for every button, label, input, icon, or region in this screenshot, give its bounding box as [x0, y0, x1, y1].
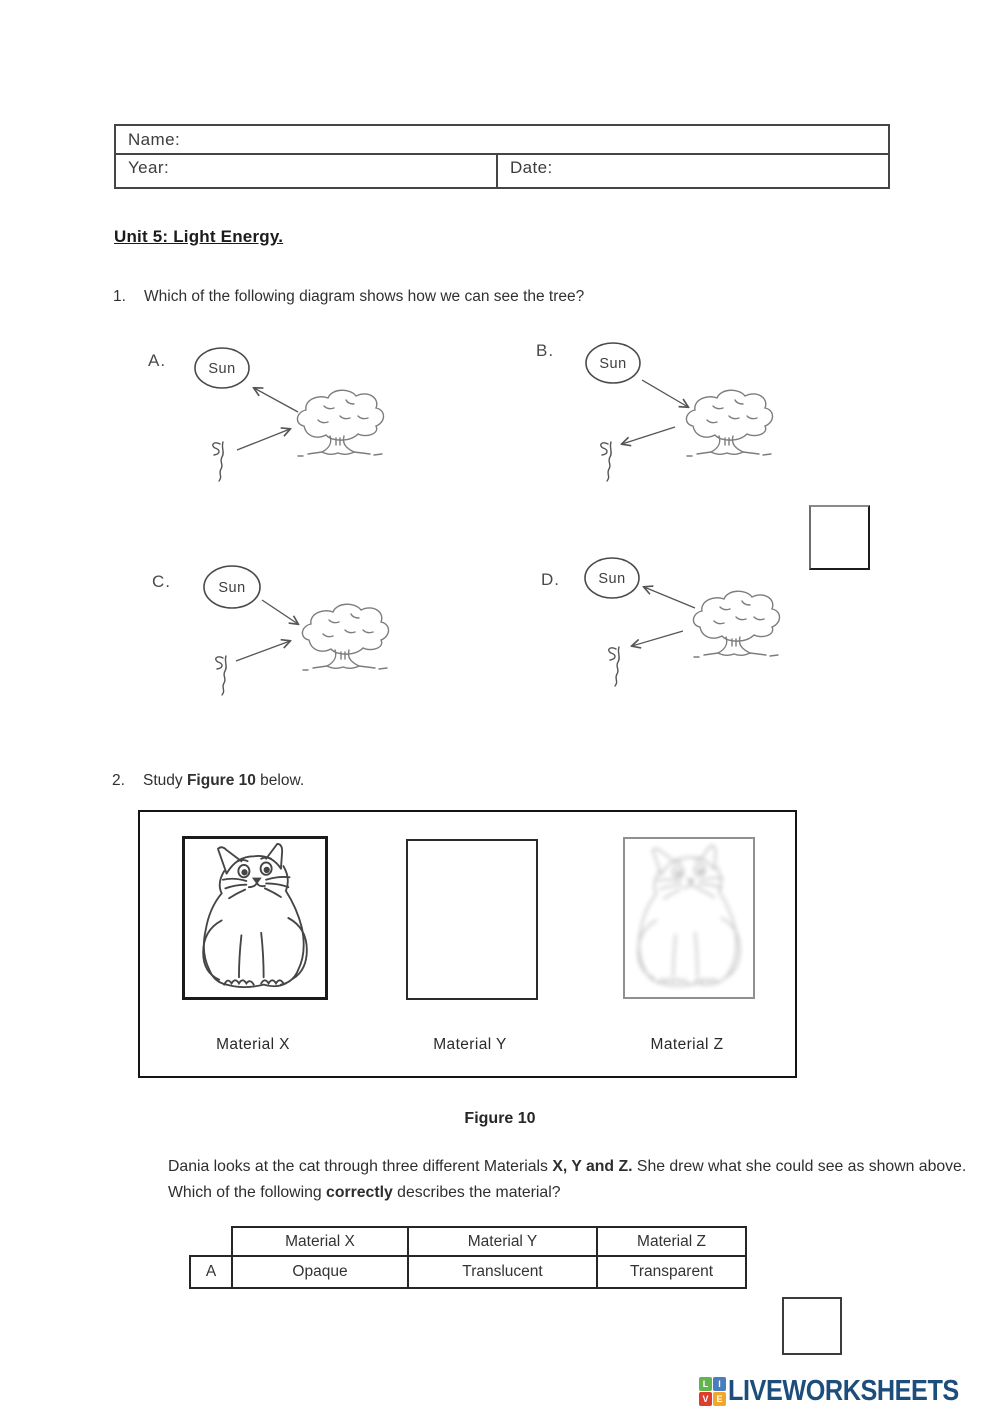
material-y-label: Material Y [433, 1036, 507, 1053]
cat-blurry-drawing [637, 844, 741, 987]
arrow-tree-to-sun [644, 587, 696, 609]
q2-answer-box[interactable] [782, 1297, 842, 1355]
diagram-option-c: C. Sun [152, 565, 390, 696]
eye-icon [608, 646, 620, 687]
q1-answer-box[interactable] [809, 505, 870, 570]
svg-text:Sun: Sun [218, 580, 245, 596]
material-y-panel [406, 839, 538, 1000]
eye-icon [600, 441, 612, 482]
figure-10-box: Material X Material Y Material Z [138, 810, 797, 1078]
header-material-x: Material X [231, 1226, 409, 1257]
name-label: Name: [128, 129, 181, 149]
sun-symbol: Sun [584, 557, 640, 599]
material-z-label: Material Z [650, 1036, 724, 1053]
eye-icon [212, 441, 224, 482]
tree-sketch [685, 389, 774, 457]
liveworksheets-tiles-icon: L I V E [699, 1376, 726, 1406]
tree-sketch [296, 389, 385, 457]
row-a-material-x: Opaque [231, 1255, 409, 1289]
option-a-label: A. [148, 351, 166, 370]
question-1: 1. Which of the following diagram shows … [113, 288, 813, 306]
date-label: Date: [510, 158, 553, 177]
figure-10-caption: Figure 10 [464, 1110, 536, 1127]
liveworksheets-wordmark: LIVEWORKSHEETS [728, 1374, 959, 1407]
sun-symbol: Sun [194, 347, 250, 389]
tree-sketch [301, 603, 390, 671]
liveworksheets-logo: L I V E LIVEWORKSHEETS [699, 1372, 993, 1410]
logo-tile-i: I [713, 1376, 726, 1391]
material-z-panel [623, 837, 755, 999]
cat-clear-drawing [202, 843, 308, 989]
question-1-number: 1. [113, 288, 126, 305]
student-info-table: Name: Year: Date: [114, 124, 890, 189]
arrow-sun-to-tree [641, 379, 688, 407]
question-2-number: 2. [112, 772, 125, 789]
diagram-option-b: B. Sun [536, 341, 774, 482]
arrow-sun-to-tree [261, 599, 298, 624]
sun-symbol: Sun [203, 565, 261, 609]
arrow-eye-to-tree [235, 641, 290, 662]
answer-options-table: Material X Material Y Material Z A Opaqu… [189, 1226, 747, 1289]
logo-tile-v: V [699, 1391, 712, 1406]
option-c-label: C. [152, 572, 171, 591]
material-x-label: Material X [216, 1036, 290, 1053]
unit-title: Unit 5: Light Energy. [114, 227, 284, 246]
header-material-z: Material Z [596, 1226, 747, 1257]
option-d-label: D. [541, 570, 560, 589]
diagram-option-d: D. Sun [541, 557, 781, 687]
arrow-tree-to-eye [632, 630, 684, 646]
year-field[interactable]: Year: [116, 155, 498, 187]
row-a-material-y: Translucent [407, 1255, 598, 1289]
date-field[interactable]: Date: [498, 155, 888, 187]
question-2-text: Study Figure 10 below. [143, 772, 305, 789]
question-2-paragraph: Dania looks at the cat through three dif… [168, 1158, 967, 1201]
svg-text:Sun: Sun [598, 571, 625, 587]
row-a-label: A [189, 1255, 233, 1289]
option-row-a: A Opaque Translucent Transparent [189, 1255, 747, 1289]
question-2: 2. Study Figure 10 below. [112, 772, 812, 790]
logo-tile-e: E [713, 1391, 726, 1406]
year-label: Year: [128, 158, 170, 177]
eye-icon [215, 655, 227, 696]
option-b-label: B. [536, 341, 554, 360]
arrow-tree-to-eye [622, 426, 676, 444]
arrow-tree-to-sun [254, 388, 299, 413]
material-x-panel [182, 836, 328, 1000]
svg-text:Sun: Sun [599, 356, 626, 372]
header-material-y: Material Y [407, 1226, 598, 1257]
question-1-text: Which of the following diagram shows how… [144, 288, 585, 305]
diagram-option-a: A. Sun [148, 347, 385, 482]
arrow-eye-to-tree [236, 429, 290, 451]
tree-sketch [692, 590, 781, 658]
row-a-material-z: Transparent [596, 1255, 747, 1289]
sun-symbol: Sun [585, 342, 641, 384]
svg-text:Sun: Sun [208, 361, 235, 377]
name-field[interactable]: Name: [116, 126, 888, 155]
logo-tile-l: L [699, 1376, 712, 1391]
